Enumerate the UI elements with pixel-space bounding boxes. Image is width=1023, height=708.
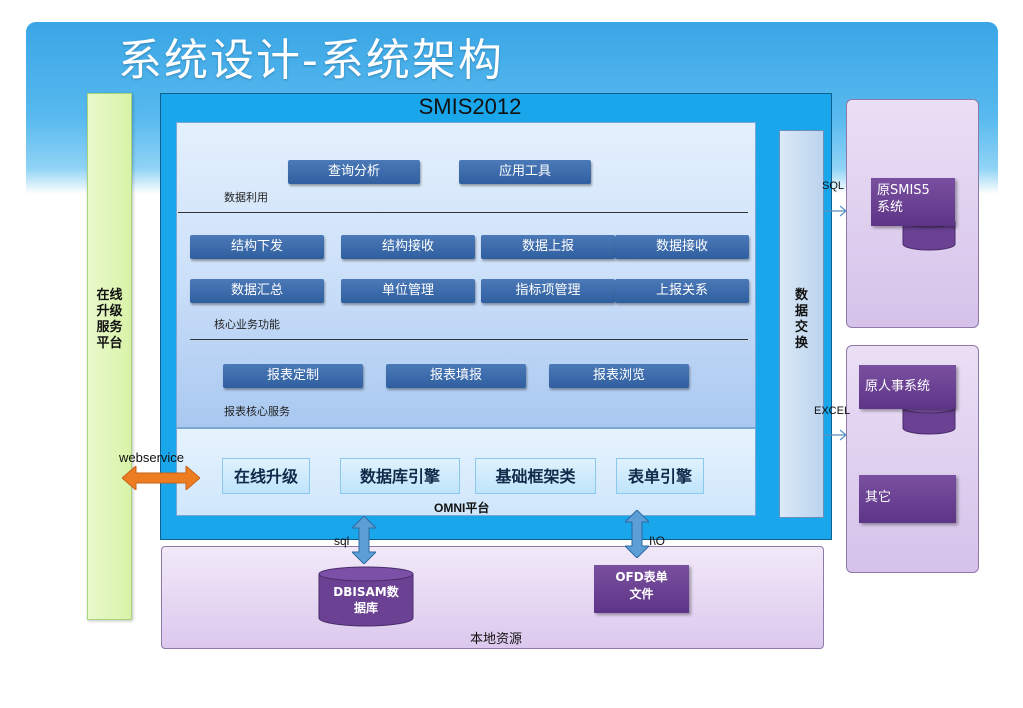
report-design-button[interactable]: 报表定制 xyxy=(223,364,363,388)
exchange-line: 交 xyxy=(794,320,808,335)
dbisam-label: DBISAM数 据库 xyxy=(333,585,399,615)
excel-connector-arrow xyxy=(824,429,847,441)
smis5-system-box: 原SMIS5 系统 xyxy=(871,178,955,226)
platform-line: 服务 xyxy=(96,320,123,335)
structure-receive-button[interactable]: 结构接收 xyxy=(341,235,475,259)
local-resources-label: 本地资源 xyxy=(470,631,523,646)
omni-base-framework[interactable]: 基础框架类 xyxy=(475,458,596,494)
report-label: 报表核心服务 xyxy=(224,405,290,418)
local-resources xyxy=(161,546,824,649)
app-tools-button[interactable]: 应用工具 xyxy=(459,160,591,184)
report-fill-button[interactable]: 报表填报 xyxy=(386,364,526,388)
io-arrow xyxy=(625,510,649,558)
smis-title: SMIS2012 xyxy=(418,94,522,119)
omni-label: OMNI平台 xyxy=(434,501,490,515)
structure-distribute-button[interactable]: 结构下发 xyxy=(190,235,324,259)
report-relation-button[interactable]: 上报关系 xyxy=(615,279,749,303)
online-upgrade-platform-label: 在线 升级 服务 平台 xyxy=(87,288,132,352)
sql-top-label: SQL xyxy=(822,180,845,192)
data-summary-button[interactable]: 数据汇总 xyxy=(190,279,324,303)
exchange-line: 数 xyxy=(794,288,808,303)
omni-form-engine[interactable]: 表单引擎 xyxy=(616,458,704,494)
data-exchange-label: 数 据 交 换 xyxy=(779,288,824,352)
sql-arrow xyxy=(352,516,376,564)
platform-line: 升级 xyxy=(96,304,123,319)
webservice-arrow xyxy=(122,466,200,490)
indicator-management-button[interactable]: 指标项管理 xyxy=(481,279,615,303)
webservice-label: webservice xyxy=(119,450,185,465)
ofd-file-box: OFD表单 文件 xyxy=(594,565,689,613)
hr-system-box: 原人事系统 xyxy=(859,365,956,409)
platform-line: 在线 xyxy=(96,288,123,303)
database-cylinder-icon xyxy=(318,566,414,627)
data-use-label: 数据利用 xyxy=(224,191,268,204)
sql-bottom-label: sql xyxy=(334,534,350,548)
data-report-button[interactable]: 数据上报 xyxy=(481,235,615,259)
report-browse-button[interactable]: 报表浏览 xyxy=(549,364,689,388)
exchange-line: 换 xyxy=(794,336,808,351)
divider xyxy=(190,339,748,340)
other-system-box: 其它 xyxy=(859,475,956,523)
query-analysis-button[interactable]: 查询分析 xyxy=(288,160,420,184)
excel-label: EXCEL xyxy=(814,405,851,417)
omni-database-engine[interactable]: 数据库引擎 xyxy=(340,458,460,494)
online-upgrade-platform xyxy=(87,93,132,620)
omni-online-upgrade[interactable]: 在线升级 xyxy=(222,458,310,494)
core-label: 核心业务功能 xyxy=(214,318,280,331)
page-title: 系统设计-系统架构 xyxy=(118,35,504,86)
divider xyxy=(178,212,748,213)
data-exchange xyxy=(779,130,824,518)
unit-management-button[interactable]: 单位管理 xyxy=(341,279,475,303)
exchange-line: 据 xyxy=(794,304,808,319)
io-label: I\O xyxy=(649,534,666,548)
sql-connector-arrow xyxy=(824,205,847,217)
data-receive-button[interactable]: 数据接收 xyxy=(615,235,749,259)
platform-line: 平台 xyxy=(96,336,123,351)
